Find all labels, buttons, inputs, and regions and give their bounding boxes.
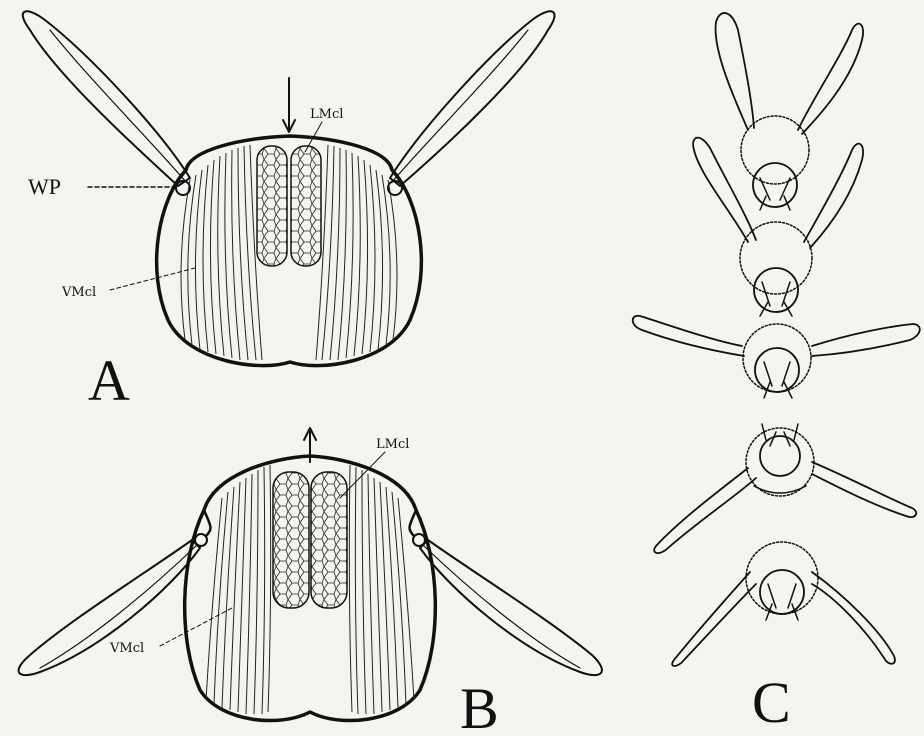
panel-c-bee-4 [654,424,916,553]
panel-b-thorax-outline [185,456,436,721]
panel-a-vmcl-leader [110,268,195,290]
panel-b: LMcl VMcl B [19,428,602,736]
bee-3-left-wing [633,316,744,356]
panel-a-vmcl-label: VMcl [61,285,96,300]
panel-a-right-wing-vein [392,30,528,182]
panel-a: LMcl WP VMcl A [23,11,555,413]
panel-a-vertical-muscles-right [316,145,397,360]
panel-b-vmcl-label: VMcl [109,641,144,656]
bee-1-right-wing [798,24,863,134]
panel-b-right-wing [420,540,602,675]
bee-2-left-wing [693,138,756,242]
panel-c-bee-1 [716,13,864,210]
panel-a-left-wing [23,11,190,186]
bee-4-thorax [746,428,814,496]
panel-a-wp-label: WP [28,174,61,199]
panel-a-letter: A [88,348,130,413]
panel-c-letter: C [752,670,791,735]
panel-b-right-wing-vein [424,546,580,668]
panel-b-left-notch [204,510,210,536]
panel-b-longitudinal-muscle-left [273,472,309,608]
panel-b-vertical-muscles-left [206,465,271,714]
bee-4-left-wing [654,468,756,553]
panel-a-lmcl-label: LMcl [310,107,343,122]
panel-b-left-hinge [195,534,207,546]
panel-a-longitudinal-muscle-left [257,146,287,266]
panel-b-right-notch [410,510,416,536]
panel-a-longitudinal-muscle-right [291,146,321,266]
panel-b-longitudinal-muscle-right [311,472,347,608]
bee-3-head [755,348,799,392]
panel-a-vertical-muscles-left [181,145,262,360]
bee-2-right-wing [804,144,863,248]
bee-5-left-wing [672,572,756,666]
panel-b-vmcl-leader [160,608,232,646]
bee-4-head [760,436,800,476]
bee-1-left-wing [716,13,754,130]
bee-2-thorax [740,222,812,294]
bee-4-legs [754,486,806,493]
panel-c-bee-3 [633,316,920,398]
bee-3-right-wing [812,324,920,356]
bee-2-antennae [760,282,792,316]
bee-5-thorax [746,542,818,614]
panel-b-lmcl-label: LMcl [376,437,409,452]
bee-5-head [760,570,804,614]
panel-c-bee-2 [693,138,863,316]
panel-b-letter: B [460,676,499,736]
panel-b-right-hinge [413,534,425,546]
panel-b-vertical-muscles-right [349,465,414,714]
panel-a-thorax-outline [157,136,422,366]
panel-a-right-wing [390,11,555,186]
panel-a-left-wing-vein [50,30,186,182]
bee-4-right-wing [812,462,916,517]
panel-a-arrow-down [283,78,295,132]
bee-3-thorax [743,324,811,392]
bee-5-right-wing [812,572,895,664]
panel-c: C [633,13,920,735]
bee-1-thorax [741,116,809,184]
panel-c-bee-5 [672,542,895,666]
bee-1-head [753,163,797,207]
